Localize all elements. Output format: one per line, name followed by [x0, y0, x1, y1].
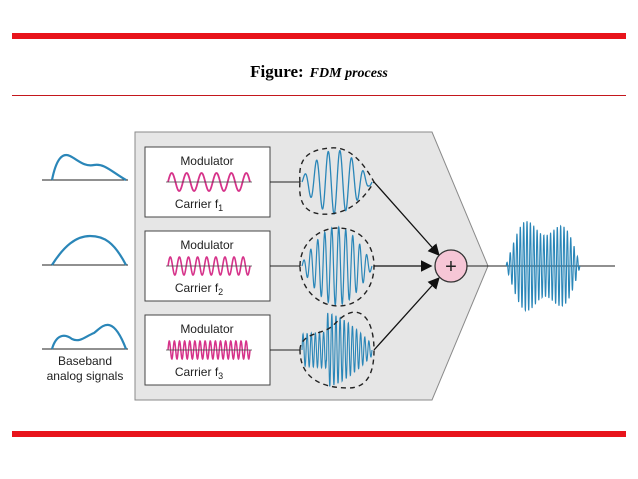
carrier-wave-1 [166, 172, 252, 192]
modulated-wave-path [301, 225, 373, 307]
composite-wave-path [505, 221, 581, 313]
arrow-1 [373, 181, 440, 256]
adder-symbol: + [445, 256, 457, 278]
modulated-signal-3 [299, 311, 375, 389]
modulator-title: Modulator [180, 154, 233, 168]
svg-text:Carrier f1: Carrier f1 [175, 197, 223, 213]
baseband-signal-2 [42, 234, 128, 266]
baseband-label-line2: analog signals [47, 369, 124, 383]
modulator-box-3: Modulator Carrier f3 [144, 314, 271, 386]
carrier-subscript: 3 [218, 371, 223, 381]
modulated-wave-path [301, 150, 373, 215]
baseband-signal-1 [42, 153, 128, 181]
svg-text:Carrier f3: Carrier f3 [175, 365, 223, 381]
carrier-wave-3 [166, 339, 252, 361]
modulator-box-2: Modulator Carrier f2 [144, 230, 271, 302]
carrier-wave-path [167, 172, 251, 192]
modulator-title: Modulator [180, 322, 233, 336]
modulator-title: Modulator [180, 238, 233, 252]
svg-text:Carrier f2: Carrier f2 [175, 281, 223, 297]
bottom-rule [12, 431, 626, 437]
carrier-wave-2 [166, 256, 252, 276]
caption-divider [12, 95, 626, 96]
figure-caption: Figure: FDM process [0, 62, 638, 82]
top-rule [12, 33, 626, 39]
modulator-box-1: Modulator Carrier f1 [144, 146, 271, 218]
caption-label: Figure: [250, 62, 304, 81]
carrier-label: Carrier f [175, 365, 219, 379]
arrow-3 [373, 277, 440, 351]
carrier-subscript: 2 [218, 287, 223, 297]
composite-output-signal [505, 221, 581, 313]
modulated-wave-path [301, 312, 373, 387]
baseband-signal-3 [42, 323, 128, 350]
baseband-label-line1: Baseband [58, 354, 112, 368]
caption-title: FDM process [309, 66, 388, 81]
adder: + [434, 249, 468, 283]
carrier-label: Carrier f [175, 197, 219, 211]
carrier-label: Carrier f [175, 281, 219, 295]
carrier-subscript: 1 [218, 203, 223, 213]
